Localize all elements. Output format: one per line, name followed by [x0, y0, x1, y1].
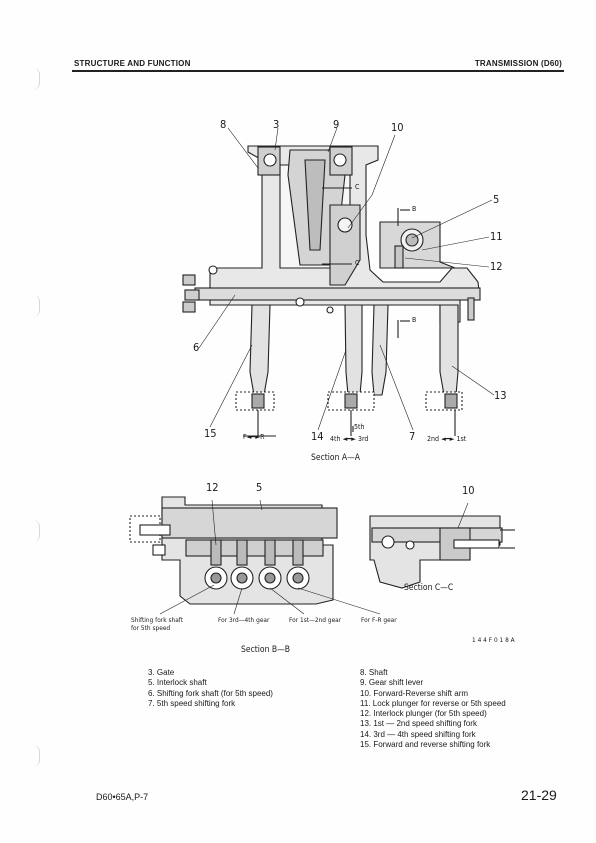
- motion-f-r: F◄━►R: [243, 433, 265, 441]
- section-mark-b: B: [412, 316, 417, 324]
- legend-item: 15. Forward and reverse shifting fork: [360, 740, 491, 750]
- callout-9: 9: [333, 118, 340, 131]
- callout-5: 5: [493, 193, 500, 206]
- callout-7: 7: [409, 430, 416, 443]
- punch-hole-mark: [33, 745, 40, 767]
- callout-5: 5: [256, 481, 263, 494]
- caption-section-b-b: Section B—B: [241, 645, 290, 655]
- legend-item: 5. Interlock shaft: [148, 678, 207, 688]
- caption-section-a-a: Section A—A: [311, 453, 360, 463]
- callout-8: 8: [220, 118, 227, 131]
- legend-left: 3. Gate 5. Interlock shaft 6. Shifting f…: [148, 668, 273, 709]
- label-shifting-fork-shaft: Shifting fork shaft: [131, 616, 184, 624]
- legend-item: 6. Shifting fork shaft (for 5th speed): [148, 688, 273, 698]
- callout-14: 14: [311, 430, 324, 443]
- motion-5th: 5th: [354, 423, 365, 431]
- figure-code: 1 4 4 F 0 1 8 A: [472, 636, 515, 644]
- label-for-3rd-4th: For 3rd—4th gear: [218, 616, 270, 624]
- legend-item: 3. Gate: [148, 668, 175, 677]
- callout-12: 12: [490, 260, 503, 273]
- legend-item: 7. 5th speed shifting fork: [148, 698, 236, 708]
- header-left: STRUCTURE AND FUNCTION: [74, 59, 191, 68]
- legend-item: 8. Shaft: [360, 668, 388, 677]
- callout-13: 13: [494, 389, 507, 402]
- section-mark-c: C: [355, 259, 360, 267]
- callout-12: 12: [206, 481, 219, 494]
- legend-item: 10. Forward-Reverse shift arm: [360, 688, 469, 698]
- callout-11: 11: [490, 230, 503, 243]
- motion-3rd-4th: 4th ◄━► 3rd: [330, 435, 369, 443]
- callout-6: 6: [193, 341, 200, 354]
- punch-hole-mark: [33, 68, 40, 90]
- section-mark-b: B: [412, 205, 417, 213]
- footer-model: D60•65A,P-7: [96, 792, 149, 802]
- label-for-1st-2nd: For 1st—2nd gear: [289, 616, 342, 624]
- motion-1st-2nd: 2nd ◄━► 1st: [427, 435, 467, 443]
- legend-right: 8. Shaft 9. Gear shift lever 10. Forward…: [360, 668, 506, 750]
- header-right: TRANSMISSION (D60): [474, 59, 562, 68]
- legend-item: 13. 1st — 2nd speed shifting fork: [360, 719, 477, 729]
- label-for-f-r: For F-R gear: [361, 616, 397, 624]
- callout-15: 15: [204, 427, 217, 440]
- callout-10: 10: [462, 484, 475, 497]
- punch-hole-mark: [33, 520, 40, 542]
- callout-10: 10: [391, 121, 404, 134]
- legend-item: 9. Gear shift lever: [360, 678, 424, 688]
- callout-3: 3: [273, 118, 280, 131]
- legend-item: 12. Interlock plunger (for 5th speed): [360, 709, 487, 719]
- punch-hole-mark: [33, 295, 40, 317]
- page-number: 21-29: [521, 787, 557, 803]
- legend-item: 11. Lock plunger for reverse or 5th spee…: [360, 698, 506, 708]
- section-mark-c: C: [355, 183, 360, 191]
- legend-item: 14. 3rd — 4th speed shifting fork: [360, 729, 476, 739]
- header-rule: [72, 70, 564, 72]
- label-for-5th-speed: for 5th speed: [131, 624, 171, 632]
- caption-section-c-c: Section C—C: [404, 583, 454, 593]
